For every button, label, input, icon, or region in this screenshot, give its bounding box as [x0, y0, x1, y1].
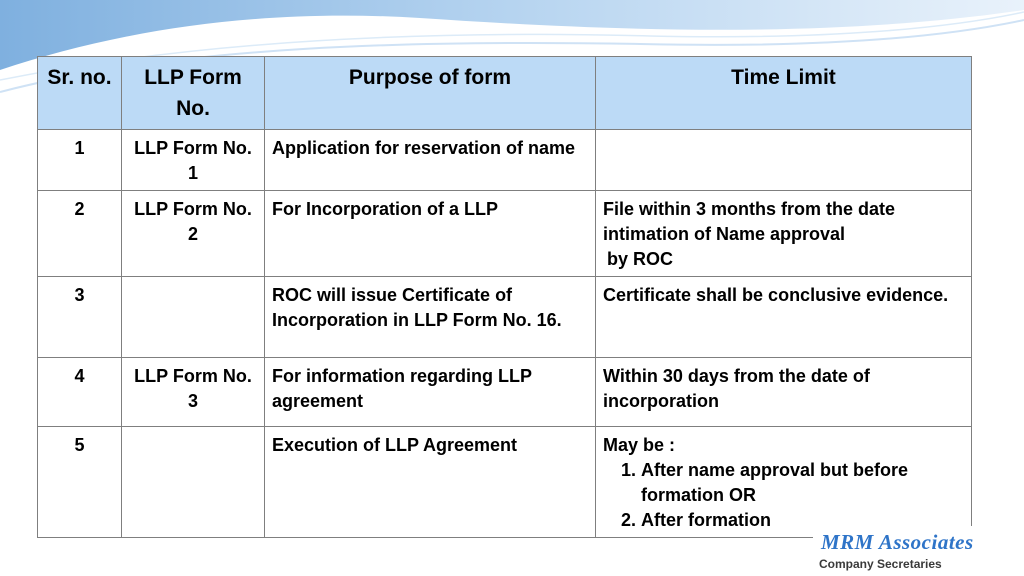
table-row: 2 LLP Form No. 2 For Incorporation of a … [37, 190, 972, 277]
table-row: 5 Execution of LLP Agreement May be : Af… [37, 426, 972, 538]
header-purpose: Purpose of form [264, 56, 596, 130]
header-sr-no: Sr. no. [37, 56, 122, 130]
cell-sr: 2 [37, 190, 122, 277]
cell-time-limit [595, 129, 972, 191]
header-llp-form-no: LLP Form No. [121, 56, 265, 130]
company-logo: MRM Associates Company Secretaries [813, 526, 1024, 576]
logo-subtitle: Company Secretaries [819, 557, 942, 571]
cell-form [121, 276, 265, 358]
cell-purpose: For information regarding LLP agreement [264, 357, 596, 427]
cell-time-limit: File within 3 months from the date intim… [595, 190, 972, 277]
logo-name: MRM Associates [821, 530, 974, 554]
cell-time-limit: Within 30 days from the date of incorpor… [595, 357, 972, 427]
cell-form: LLP Form No. 3 [121, 357, 265, 427]
cell-sr: 4 [37, 357, 122, 427]
cell-sr: 3 [37, 276, 122, 358]
cell-sr: 1 [37, 129, 122, 191]
llp-forms-table: Sr. no. LLP Form No. Purpose of form Tim… [37, 56, 972, 538]
cell-form: LLP Form No. 2 [121, 190, 265, 277]
table-row: 4 LLP Form No. 3 For information regardi… [37, 357, 972, 427]
cell-form: LLP Form No. 1 [121, 129, 265, 191]
cell-purpose: Application for reservation of name [264, 129, 596, 191]
list-item: After name approval but before formation… [641, 458, 964, 508]
cell-purpose: ROC will issue Certificate of Incorporat… [264, 276, 596, 358]
header-time-limit: Time Limit [595, 56, 972, 130]
table-row: 3 ROC will issue Certificate of Incorpor… [37, 276, 972, 358]
cell-time-limit: Certificate shall be conclusive evidence… [595, 276, 972, 358]
time-line: by ROC [607, 249, 674, 269]
cell-form [121, 426, 265, 538]
time-options-list: After name approval but before formation… [603, 458, 964, 533]
time-line: File within 3 months from the date [603, 199, 896, 219]
list-item: After formation [641, 508, 964, 533]
table-row: 1 LLP Form No. 1 Application for reserva… [37, 129, 972, 191]
time-intro: May be : [603, 435, 676, 455]
cell-purpose: For Incorporation of a LLP [264, 190, 596, 277]
cell-time-limit: May be : After name approval but before … [595, 426, 972, 538]
cell-purpose: Execution of LLP Agreement [264, 426, 596, 538]
cell-sr: 5 [37, 426, 122, 538]
time-line: intimation of Name approval [603, 224, 846, 244]
table-header-row: Sr. no. LLP Form No. Purpose of form Tim… [37, 56, 972, 130]
